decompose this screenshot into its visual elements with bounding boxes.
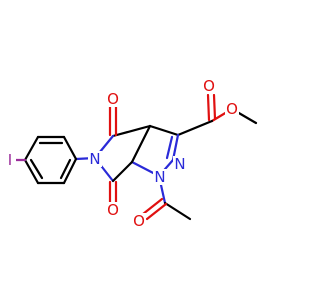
bond-ar-inner-4-5: [29, 158, 44, 180]
bond-layer: [14, 93, 258, 221]
bond-c3-n2-double-a: [171, 133, 180, 162]
oxygen-imide-lower-label: O: [107, 201, 119, 219]
oxygen-ester-carbonyl-label: O: [203, 77, 215, 95]
bond-ar-4-5: [23, 158, 40, 185]
nitrogen-imine-label: N: [174, 155, 185, 173]
nitrogen-imide-label: N: [89, 150, 100, 168]
oxygen-acetyl-label: O: [133, 212, 145, 230]
molecule-structure: O O N N N O O O I: [4, 77, 258, 230]
bond-ar-6-1: [62, 157, 78, 185]
bond-ar-1-2: [62, 135, 78, 161]
bond-c3-n2-double-b: [165, 135, 174, 160]
bond-acetyl-c-o-double-b: [141, 197, 164, 216]
bond-ar-3-4: [23, 135, 40, 162]
bond-ester-c-o-double-a: [212, 93, 217, 121]
iodine-label: I: [8, 151, 12, 169]
bond-c3a-c4: [111, 124, 152, 138]
bond-ar-inner-6-1: [59, 158, 72, 180]
bond-c3-c3a: [148, 124, 180, 137]
bond-c6a-c3a: [130, 124, 152, 164]
bond-c6-c6a: [111, 160, 134, 183]
bond-ester-c-o-double-b: [206, 93, 211, 122]
nitrogen-acetyl-label: N: [154, 168, 165, 186]
oxygen-ester-alkoxy-label: O: [226, 100, 238, 118]
oxygen-imide-upper-label: O: [107, 90, 119, 108]
bond-acetyl-c-methyl: [163, 201, 192, 221]
bond-acetyl-c-o-double-a: [145, 202, 168, 221]
bond-ester-c-ring: [176, 119, 214, 137]
atom-label-layer: O O N N N O O O I: [4, 77, 239, 230]
